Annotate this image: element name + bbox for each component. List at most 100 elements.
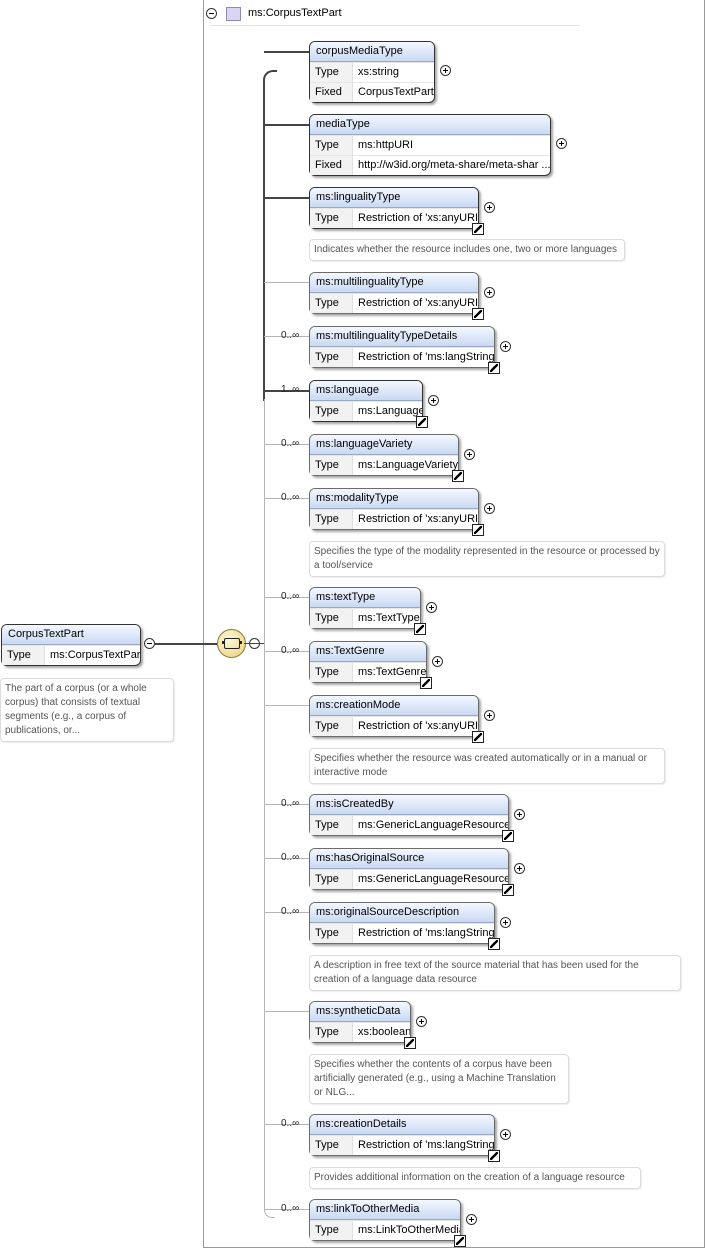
element-name: ms:syntheticData — [310, 1002, 410, 1022]
sequence-compositor-icon[interactable] — [217, 629, 246, 658]
property-label: Type — [310, 294, 353, 313]
element-connector — [264, 858, 309, 859]
property-label: Type — [310, 1136, 353, 1155]
expand-icon[interactable] — [440, 65, 451, 76]
external-link-icon[interactable] — [472, 524, 484, 536]
root-documentation: The part of a corpus (or a whole corpus)… — [0, 678, 174, 742]
element-connector — [264, 197, 309, 199]
root-collapse-icon[interactable] — [144, 638, 155, 649]
expand-icon[interactable] — [500, 340, 511, 352]
occurrence-label: 0..∞ — [281, 852, 300, 863]
expand-icon[interactable] — [432, 655, 443, 667]
occurrence-label: 1..∞ — [281, 384, 300, 395]
expand-icon[interactable] — [484, 709, 495, 721]
expand-icon[interactable] — [500, 916, 511, 928]
element-property-row: Type Restriction of 'xs:anyURI' — [310, 208, 478, 228]
root-element-box[interactable]: CorpusTextPart Type ms:CorpusTextPart — [1, 624, 141, 666]
element-name: ms:originalSourceDescription — [310, 903, 494, 923]
expand-icon[interactable] — [484, 286, 495, 298]
property-label: Type — [310, 663, 353, 682]
property-label: Type — [310, 1221, 353, 1240]
property-value: http://w3id.org/meta-share/meta-shar ... — [358, 159, 550, 171]
trunk-optional-line — [264, 399, 275, 1218]
expand-icon[interactable] — [500, 1128, 511, 1140]
expand-icon[interactable] — [556, 138, 567, 149]
element-documentation: A description in free text of the source… — [309, 955, 681, 991]
external-link-icon[interactable] — [420, 677, 432, 689]
external-link-icon[interactable] — [454, 1235, 466, 1247]
element-name: ms:multilingualityType — [310, 273, 478, 293]
complex-type-icon — [226, 7, 241, 21]
external-link-icon[interactable] — [472, 223, 484, 235]
element-name: ms:TextGenre — [310, 642, 426, 662]
property-value: Restriction of 'ms:langString' — [358, 351, 494, 363]
group-title: ms:CorpusTextPart — [248, 7, 342, 19]
external-link-icon[interactable] — [488, 938, 500, 950]
property-value: ms:httpURI — [358, 139, 414, 151]
element-connector — [264, 1209, 309, 1210]
element-documentation: Specifies whether the contents of a corp… — [309, 1054, 569, 1104]
expand-icon[interactable] — [466, 1213, 477, 1225]
expand-icon[interactable] — [428, 394, 439, 406]
property-value: Restriction of 'ms:langString' — [358, 927, 494, 939]
root-type-label: Type — [2, 646, 45, 665]
external-link-icon[interactable] — [452, 470, 464, 482]
property-label: Type — [310, 136, 353, 155]
element-connector — [264, 282, 309, 283]
external-link-icon[interactable] — [488, 1150, 500, 1162]
external-link-icon[interactable] — [502, 830, 514, 842]
element-documentation: Specifies whether the resource was creat… — [309, 748, 665, 784]
property-label: Type — [310, 209, 353, 228]
element-connector — [264, 651, 309, 652]
expand-icon[interactable] — [484, 502, 495, 514]
element-connector — [264, 705, 309, 706]
expand-icon[interactable] — [484, 201, 495, 213]
external-link-icon[interactable] — [502, 884, 514, 896]
expand-icon[interactable] — [514, 808, 525, 820]
external-link-icon[interactable] — [414, 623, 426, 635]
expand-icon[interactable] — [426, 601, 437, 613]
property-label: Type — [310, 717, 353, 736]
occurrence-label: 0..∞ — [281, 438, 300, 449]
expand-icon[interactable] — [416, 1015, 427, 1027]
expand-icon[interactable] — [464, 448, 475, 460]
element-connector — [264, 597, 309, 598]
external-link-icon[interactable] — [472, 308, 484, 320]
external-link-icon[interactable] — [488, 362, 500, 374]
element-connector — [264, 1011, 309, 1012]
external-link-icon[interactable] — [404, 1037, 416, 1049]
collapse-icon[interactable] — [206, 8, 217, 19]
element-connector — [264, 390, 309, 392]
expand-icon[interactable] — [514, 862, 525, 874]
element-name: ms:multilingualityTypeDetails — [310, 327, 494, 347]
external-link-icon[interactable] — [416, 416, 428, 428]
external-link-icon[interactable] — [472, 731, 484, 743]
property-label: Type — [310, 816, 353, 835]
element-name: mediaType — [310, 115, 550, 135]
property-value: Restriction of 'xs:anyURI' — [358, 212, 478, 224]
